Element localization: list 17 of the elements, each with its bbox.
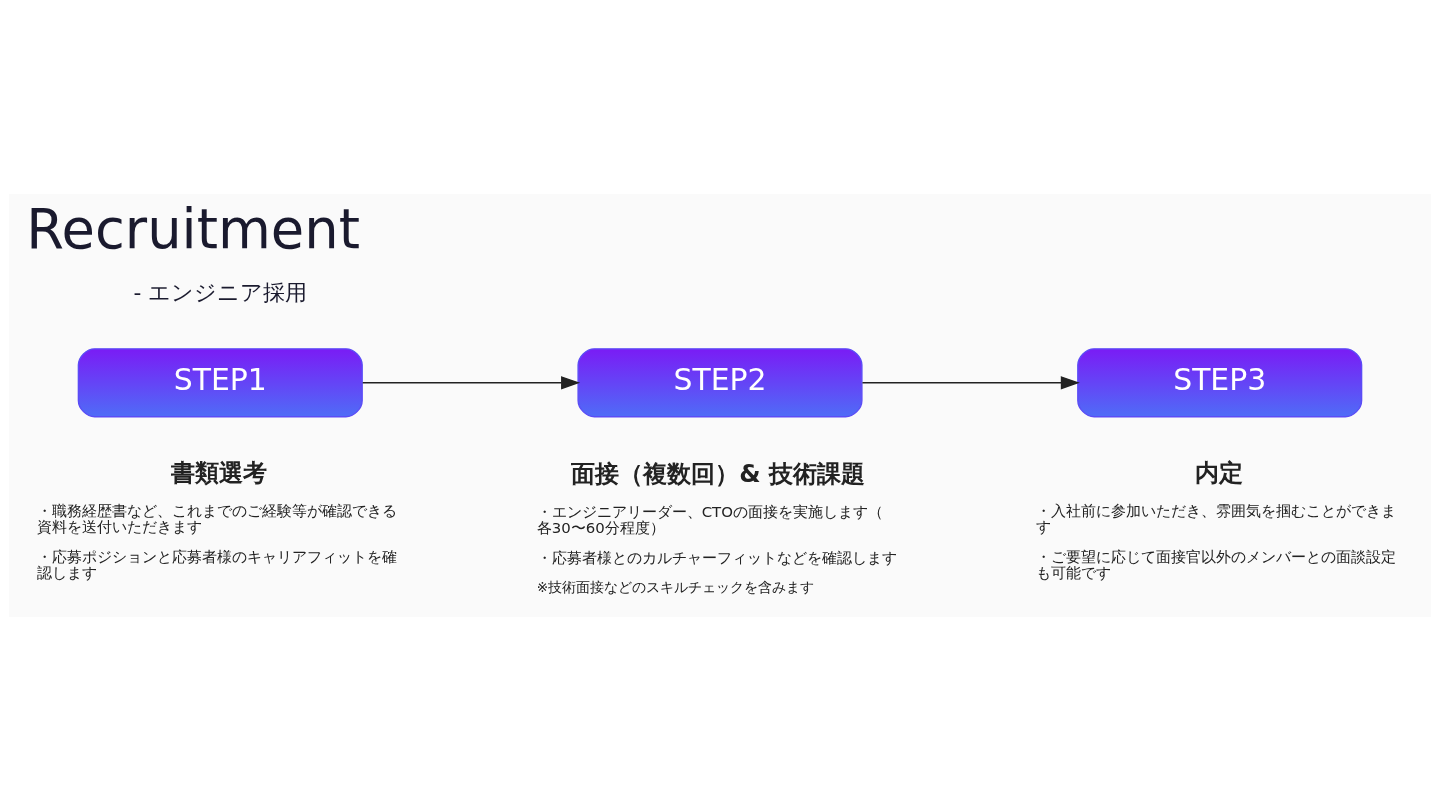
node-label: ・ご要望に応じて面接官以外のメンバーとの面談設定も可能です xyxy=(1036,547,1397,582)
node-label: 内定 xyxy=(1195,457,1244,487)
node-label: ・職務経歴書など、これまでのご経験等が確認できる資料を送付いただきます xyxy=(36,501,397,536)
node-label: ・応募者様とのカルチャーフィットなどを確認します xyxy=(536,548,897,567)
node-label: ・応募ポジションと応募者様のキャリアフィットを確認します xyxy=(36,547,397,582)
label: - エンジニア採用 xyxy=(133,279,308,305)
node-box: STEP3 xyxy=(1077,347,1363,417)
node-label: ※技術面接などのスキルチェックを含みます xyxy=(536,578,815,595)
arrow xyxy=(362,375,581,389)
arrow xyxy=(861,375,1080,389)
node-label: 面接（複数回）& 技術課題 xyxy=(571,458,866,488)
node-label: ・入社前に参加いただき、雰囲気を掴むことができます xyxy=(1036,501,1397,536)
diagram-title: Recruitment xyxy=(26,197,360,261)
node-label: ・エンジニアリーダー、CTOの面接を実施します（各30〜60分程度） xyxy=(536,502,883,537)
node-box: STEP2 xyxy=(577,347,863,417)
node-box: STEP1 xyxy=(77,347,363,417)
node-label: 書類選考 xyxy=(171,457,268,487)
